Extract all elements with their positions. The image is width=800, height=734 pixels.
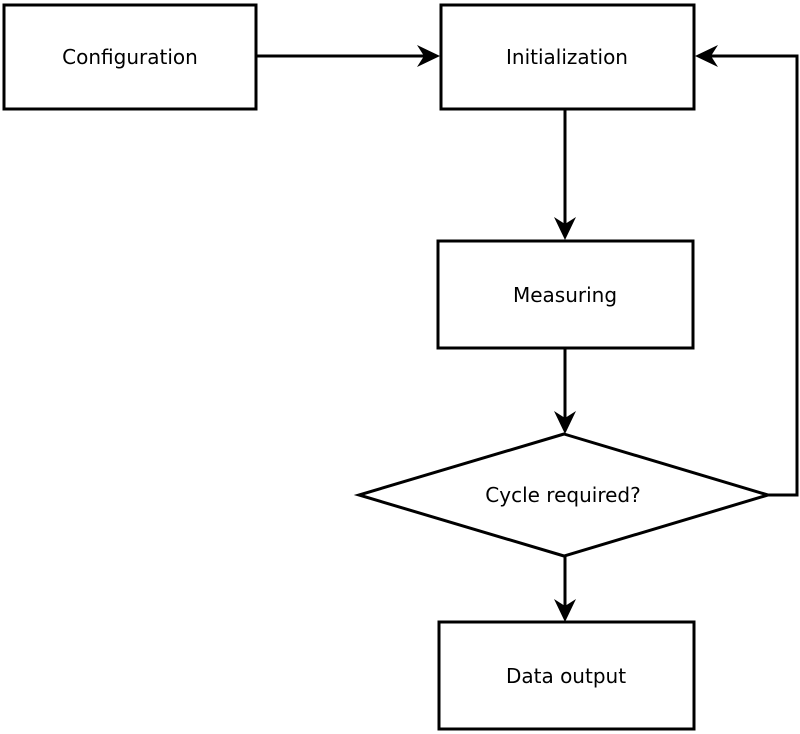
- node-measuring-box: [436, 239, 695, 350]
- node-data-output-box: [437, 620, 696, 731]
- edge-cycle-required-to-initialization-loop: [695, 45, 799, 497]
- node-configuration-label: Configuration: [62, 45, 198, 69]
- node-cycle-required: Cycle required?: [353, 432, 774, 558]
- node-initialization: Initialization: [439, 3, 696, 111]
- arrowhead-left-icon: [695, 45, 718, 67]
- node-measuring-label: Measuring: [513, 283, 617, 307]
- node-data-output: Data output: [437, 620, 696, 731]
- node-configuration-box: [2, 3, 258, 111]
- node-cycle-required-label: Cycle required?: [485, 483, 640, 507]
- edge-measuring-to-cycle-required: [554, 347, 576, 434]
- arrowhead-down-icon: [554, 599, 576, 622]
- arrowhead-down-icon: [554, 217, 576, 240]
- node-initialization-label: Initialization: [506, 45, 628, 69]
- edge-initialization-to-measuring: [554, 109, 576, 240]
- node-cycle-required-diamond: [353, 432, 774, 558]
- arrowhead-down-icon: [554, 411, 576, 434]
- edge-configuration-to-initialization: [257, 45, 440, 67]
- node-configuration: Configuration: [2, 3, 258, 111]
- node-data-output-label: Data output: [506, 664, 626, 688]
- node-initialization-box: [439, 3, 696, 111]
- edge-line: [711, 54, 799, 497]
- node-measuring: Measuring: [436, 239, 695, 350]
- edge-cycle-required-to-data-output: [554, 556, 576, 622]
- arrowhead-right-icon: [417, 45, 440, 67]
